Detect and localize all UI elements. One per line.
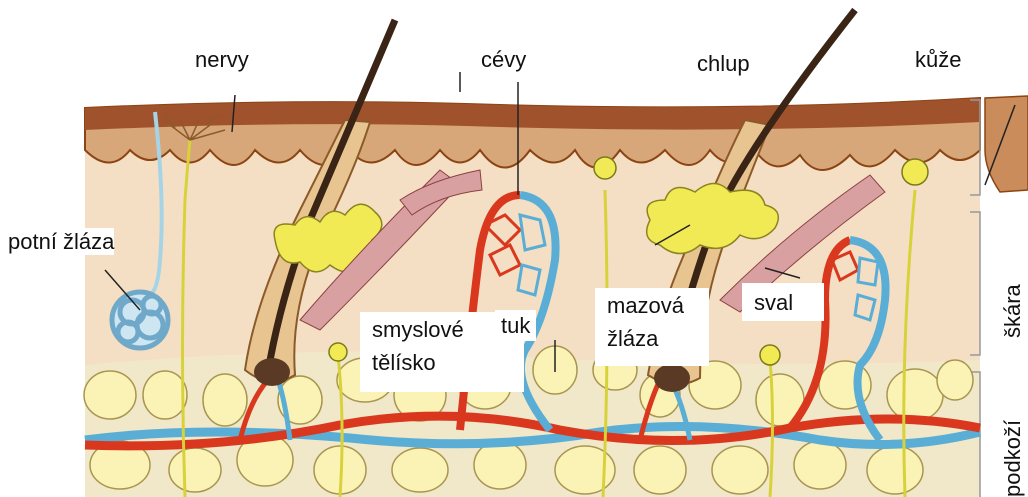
label-smyslove: smyslové bbox=[372, 316, 512, 343]
label-mazova-zlaza-box: mazová žláza bbox=[595, 288, 709, 366]
label-mazova: mazová bbox=[607, 292, 697, 319]
label-zlaza: žláza bbox=[607, 325, 697, 352]
label-sval: sval bbox=[742, 283, 824, 321]
hair-bulb-right bbox=[654, 364, 690, 392]
skin-sample-edge bbox=[985, 96, 1028, 192]
label-tuk: tuk bbox=[495, 310, 536, 341]
label-kuze: kůže bbox=[915, 46, 961, 73]
label-chlup: chlup bbox=[697, 50, 750, 77]
label-potni-zlaza: potní žláza bbox=[8, 228, 114, 255]
hair-bulb-left bbox=[254, 358, 290, 386]
label-telisko: tělísko bbox=[372, 349, 512, 376]
sweat-gland-coil bbox=[112, 292, 168, 348]
label-cevy: cévy bbox=[481, 46, 526, 73]
label-skara: škára bbox=[1000, 284, 1026, 338]
label-podkozi: podkoží bbox=[1000, 420, 1026, 497]
label-nervy: nervy bbox=[195, 46, 249, 73]
